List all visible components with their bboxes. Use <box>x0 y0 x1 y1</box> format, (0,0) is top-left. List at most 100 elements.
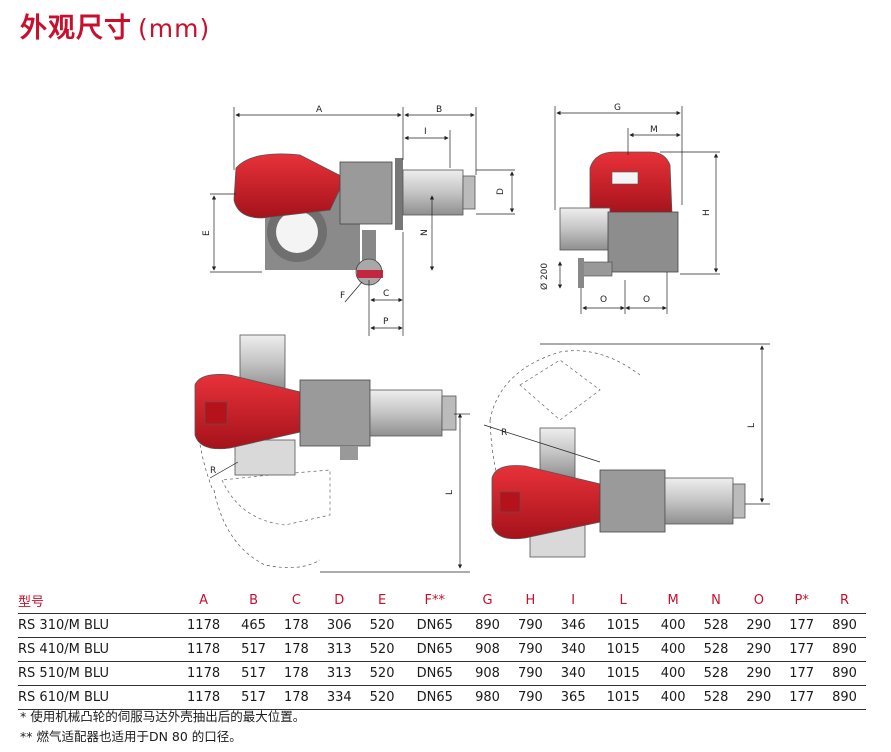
burner-dimension-drawings: A B I D E N F C P G M H Ø 200 O O <box>194 103 770 573</box>
table-cell: 528 <box>694 613 738 638</box>
table-cell: 178 <box>274 613 318 638</box>
table-cell: 365 <box>551 685 595 710</box>
top-view-left-drawing <box>194 334 457 568</box>
col-header: 型号 <box>18 589 176 614</box>
table-cell: 340 <box>551 637 595 662</box>
table-cell: 178 <box>274 661 318 686</box>
col-header: C <box>274 589 318 614</box>
table-cell: 517 <box>232 637 275 662</box>
table-cell: DN65 <box>403 637 467 662</box>
side-view-drawing <box>233 153 476 286</box>
dim-label-h: H <box>702 209 712 216</box>
table-cell: 340 <box>551 661 595 686</box>
table-cell: 908 <box>466 637 509 662</box>
table-cell: 1178 <box>175 613 233 638</box>
dim-label-n: N <box>420 229 430 236</box>
table-cell: RS 310/M BLU <box>18 613 176 638</box>
dim-label-r-right: R <box>501 428 507 438</box>
col-header: D <box>317 589 361 614</box>
table-cell: 520 <box>360 685 404 710</box>
dim-label-b: B <box>436 105 442 115</box>
col-header: M <box>651 589 695 614</box>
front-view-drawing <box>559 151 679 288</box>
table-cell: 528 <box>694 685 738 710</box>
table-cell: 1178 <box>175 661 233 686</box>
table-cell: 1178 <box>175 637 233 662</box>
table-cell: 1015 <box>594 685 652 710</box>
top-view-right-dimensions <box>483 343 770 505</box>
table-cell: 290 <box>737 685 781 710</box>
dim-label-e: E <box>202 230 212 236</box>
dim-label-l-left: L <box>445 490 455 495</box>
table-cell: 790 <box>508 661 552 686</box>
table-row: RS 610/M BLU 1178 517 178 334 520 DN65 9… <box>18 685 866 710</box>
table-cell: 177 <box>780 637 824 662</box>
table-cell: 517 <box>232 685 275 710</box>
col-header: G <box>466 589 509 614</box>
table-cell: 334 <box>317 685 361 710</box>
table-cell: 178 <box>274 637 318 662</box>
table-cell: 177 <box>780 661 824 686</box>
table-cell: 177 <box>780 613 824 638</box>
table-cell: 313 <box>317 661 361 686</box>
table-header-row: 型号 A B C D E F** G H I L M N O P* R <box>18 589 866 614</box>
footnote-servomotor: * 使用机械凸轮的伺服马达外壳抽出后的最大位置。 <box>20 709 306 724</box>
col-header: F** <box>403 589 467 614</box>
col-header: O <box>737 589 781 614</box>
dimensions-table: 型号 A B C D E F** G H I L M N O P* R RS 3… <box>18 589 866 710</box>
table-cell: 400 <box>651 613 695 638</box>
col-header: I <box>551 589 595 614</box>
title-unit: (mm) <box>138 14 211 43</box>
table-cell: 890 <box>823 685 866 710</box>
col-header: R <box>823 589 866 614</box>
table-cell: DN65 <box>403 685 467 710</box>
table-cell: 1178 <box>175 685 233 710</box>
table-cell: 400 <box>651 685 695 710</box>
table-cell: 890 <box>466 613 509 638</box>
dim-label-p: P <box>383 317 389 327</box>
table-cell: 790 <box>508 613 552 638</box>
dim-label-o-right: O <box>643 295 650 305</box>
title-text: 外观尺寸 <box>20 13 132 44</box>
dim-label-g: G <box>614 103 621 113</box>
table-cell: DN65 <box>403 661 467 686</box>
table-cell: 290 <box>737 637 781 662</box>
table-cell: 790 <box>508 685 552 710</box>
col-header: N <box>694 589 738 614</box>
side-view-dimensions <box>210 107 515 336</box>
table-cell: 346 <box>551 613 595 638</box>
table-cell: 178 <box>274 685 318 710</box>
table-cell: 290 <box>737 613 781 638</box>
table-cell: 306 <box>317 613 361 638</box>
table-row: RS 410/M BLU 1178 517 178 313 520 DN65 9… <box>18 637 866 662</box>
table-cell: 177 <box>780 685 824 710</box>
table-cell: RS 510/M BLU <box>18 661 176 686</box>
page-title: 外观尺寸(mm) <box>20 6 210 45</box>
table-row: RS 510/M BLU 1178 517 178 313 520 DN65 9… <box>18 661 866 686</box>
table-cell: 290 <box>737 661 781 686</box>
table-cell: 1015 <box>594 661 652 686</box>
table-cell: 908 <box>466 661 509 686</box>
dim-label-m: M <box>650 125 658 135</box>
footnotes: * 使用机械凸轮的伺服马达外壳抽出后的最大位置。 ** 燃气适配器也适用于DN … <box>20 707 305 747</box>
dim-label-f: F <box>340 291 345 301</box>
table-cell: 400 <box>651 661 695 686</box>
table-row: RS 310/M BLU 1178 465 178 306 520 DN65 8… <box>18 613 866 638</box>
table-cell: 528 <box>694 637 738 662</box>
col-header: A <box>175 589 233 614</box>
table-cell: RS 410/M BLU <box>18 637 176 662</box>
dim-label-l-right: L <box>747 423 757 428</box>
top-view-left-dimensions <box>209 413 470 573</box>
table-cell: 1015 <box>594 613 652 638</box>
table-cell: 980 <box>466 685 509 710</box>
dim-label-o-left: O <box>600 295 607 305</box>
table-cell: 520 <box>360 613 404 638</box>
table-cell: 790 <box>508 637 552 662</box>
col-header: B <box>232 589 275 614</box>
col-header: H <box>508 589 552 614</box>
table-cell: RS 610/M BLU <box>18 685 176 710</box>
table-cell: 520 <box>360 661 404 686</box>
table-cell: 890 <box>823 661 866 686</box>
col-header: L <box>594 589 652 614</box>
table-cell: 890 <box>823 613 866 638</box>
